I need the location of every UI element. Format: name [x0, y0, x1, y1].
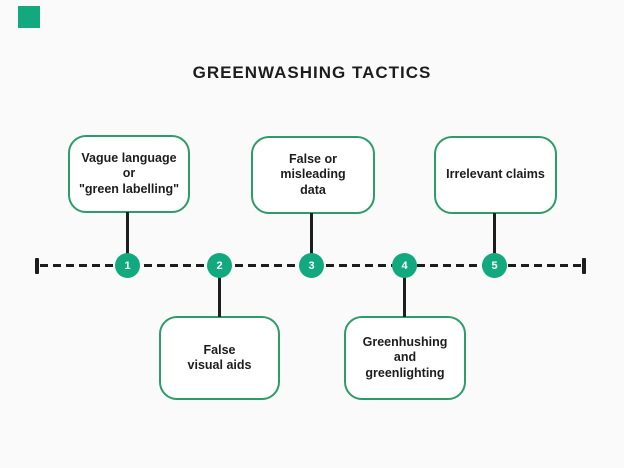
- timeline-node-5: 5: [482, 253, 507, 278]
- node-number: 1: [124, 259, 131, 272]
- timeline-node-4: 4: [392, 253, 417, 278]
- node-number: 5: [491, 259, 498, 272]
- tactic-box-misleading-data: False or misleading data: [251, 136, 375, 214]
- connector-node-5: [493, 213, 496, 254]
- tactic-box-vague-language: Vague language or "green labelling": [68, 135, 190, 213]
- tactic-label: Greenhushing and greenlighting: [362, 334, 448, 380]
- page-title: GREENWASHING TACTICS: [192, 63, 432, 82]
- timeline-node-2: 2: [207, 253, 232, 278]
- timeline-right-endcap: [582, 258, 586, 274]
- tactic-box-irrelevant-claims: Irrelevant claims: [434, 136, 557, 214]
- timeline-left-endcap: [35, 258, 39, 274]
- node-number: 3: [308, 259, 315, 272]
- connector-node-4: [403, 277, 406, 317]
- node-number: 2: [216, 259, 223, 272]
- timeline-node-3: 3: [299, 253, 324, 278]
- connector-node-3: [310, 213, 313, 254]
- tactic-label: False visual aids: [187, 342, 252, 372]
- connector-node-2: [218, 277, 221, 317]
- node-number: 4: [401, 259, 408, 272]
- tactic-box-false-visual-aids: False visual aids: [159, 316, 280, 400]
- tactic-label: False or misleading data: [280, 151, 346, 197]
- tactic-label: Vague language or "green labelling": [78, 150, 180, 196]
- connector-node-1: [126, 212, 129, 254]
- brand-logo-square-icon: [18, 6, 40, 28]
- tactic-label: Irrelevant claims: [446, 167, 545, 182]
- tactic-box-greenhushing: Greenhushing and greenlighting: [344, 316, 466, 400]
- timeline-node-1: 1: [115, 253, 140, 278]
